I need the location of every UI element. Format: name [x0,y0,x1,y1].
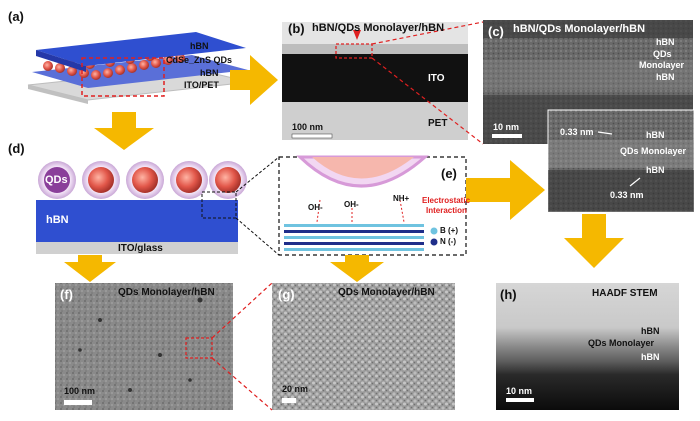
panel-d-substrate-label: ITO/glass [118,243,163,254]
panel-b-pet-label: PET [428,118,448,129]
panel-b-tem-image [282,22,468,140]
panel-c-label-qds: QDs [653,49,672,59]
panel-label-a: (a) [8,9,24,24]
layer-label-hbn-bottom: hBN [200,68,219,78]
ion-label-nh: NH+ [393,194,410,203]
layer-label-hbn-top: hBN [190,41,209,51]
callout-line [211,357,273,411]
panel-c-zoom-inset [547,109,695,213]
panel-label-b: (b) [288,21,305,36]
callout-line [235,217,280,256]
panel-h-scale: 10 nm [506,386,533,396]
callout-line [235,156,280,193]
panel-h-label-hbn-top: hBN [641,326,660,336]
panel-g-scale: 20 nm [282,384,309,394]
panel-h-label-hbn-bottom: hBN [641,352,660,362]
callout-line [371,57,484,145]
panel-h-haadf-image [496,283,679,410]
panel-h-title: HAADF STEM [592,288,658,299]
legend-nitrogen: N (-) [440,237,456,246]
panel-b-ito-label: ITO [428,73,445,84]
legend-boron: B (+) [440,226,458,235]
panel-g-title: QDs Monolayer/hBN [338,287,435,298]
panel-label-g: (g) [278,287,295,302]
panel-c-scale: 10 nm [493,122,520,132]
ion-label-oh-1: OH- [308,203,323,212]
panel-label-h: (h) [500,287,517,302]
panel-f-sem-image [55,283,233,410]
panel-e-interaction-schematic [278,155,467,256]
panel-h-label-qds: QDs Monolayer [588,338,655,348]
panel-b-title: hBN/QDs Monolayer/hBN [312,22,445,34]
panel-d-schematic [36,161,247,254]
panel-label-c: (c) [488,24,504,39]
panel-f-title: QDs Monolayer/hBN [118,287,215,298]
zoom-spacing-bottom: 0.33 nm [610,190,644,200]
flow-arrows [64,55,624,282]
panel-label-d: (d) [8,141,25,156]
interaction-label-line2: Interaction [426,206,467,215]
zoom-label-qds-monolayer: QDs Monolayer [620,146,687,156]
ion-label-oh-2: OH- [344,200,359,209]
panel-label-f: (f) [60,287,73,302]
panel-c-title: hBN/QDs Monolayer/hBN [513,23,646,35]
layer-label-qds: CdSe_ZnS QDs [166,55,233,65]
zoom-label-hbn-top: hBN [646,130,665,140]
panel-b-scale: 100 nm [292,122,324,132]
zoom-spacing-top: 0.33 nm [560,127,594,137]
zoom-label-hbn-bottom: hBN [646,165,665,175]
panel-c-label-monolayer: Monolayer [639,60,685,70]
panel-f-scale: 100 nm [64,386,96,396]
interaction-label-line1: Electrostatic [422,196,471,205]
layer-label-substrate: ITO/PET [184,80,219,90]
panel-d-qd-label: QDs [45,174,68,186]
panel-d-hbn-label: hBN [46,214,69,226]
callout-line [371,21,484,45]
panel-a-device-stack [27,32,251,104]
panel-g-sem-image [272,283,455,410]
panel-c-label-hbn-bottom: hBN [656,72,675,82]
panel-label-e: (e) [441,166,457,181]
panel-c-label-hbn-top: hBN [656,37,675,47]
